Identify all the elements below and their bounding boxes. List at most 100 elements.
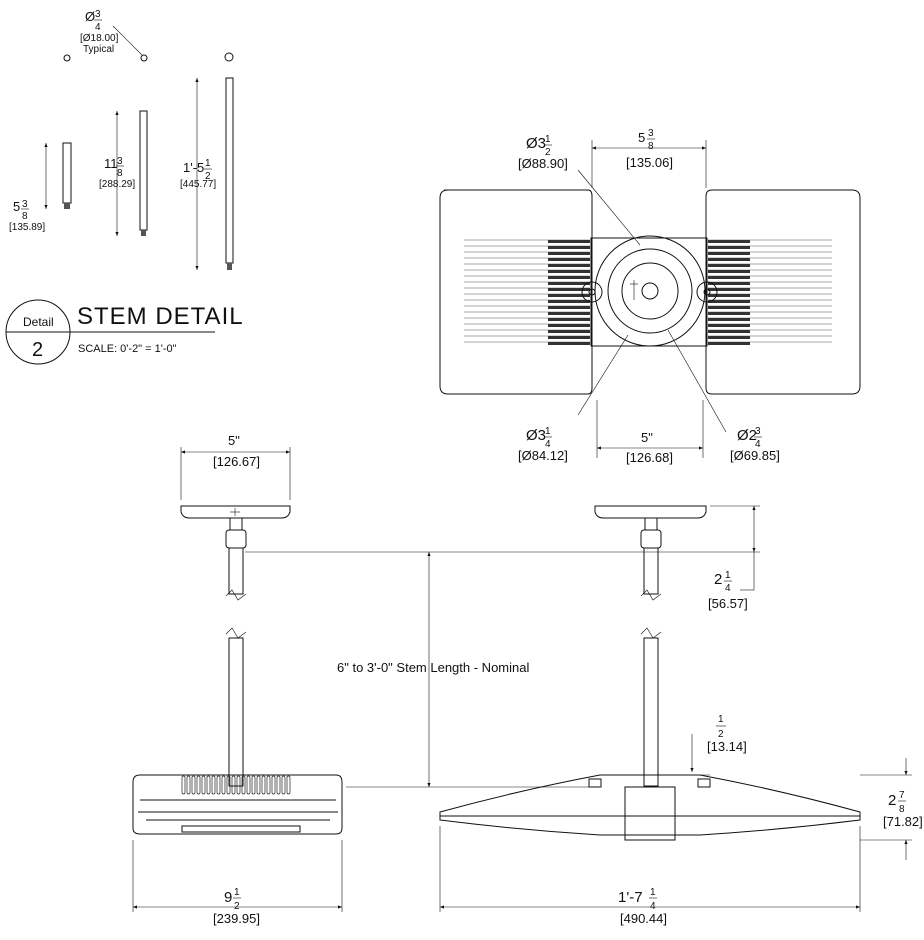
svg-text:Ø: Ø (85, 9, 95, 24)
plan-top-dimension: 5 3 8 [135.06] (591, 128, 707, 188)
svg-text:1: 1 (718, 714, 724, 725)
heatsink-fin (261, 775, 266, 795)
svg-text:5: 5 (638, 130, 645, 145)
svg-text:4: 4 (650, 901, 656, 912)
heatsink-fin (186, 775, 191, 795)
plan-dia-top-dimension: Ø3 1 2 [Ø88.90] (518, 134, 568, 171)
svg-text:2: 2 (205, 171, 211, 182)
svg-text:Ø2: Ø2 (737, 427, 757, 444)
plan-dia-bottom-dimension: Ø3 1 4 [Ø84.12] (518, 426, 568, 463)
svg-text:9: 9 (224, 889, 232, 906)
svg-text:2: 2 (234, 901, 240, 912)
side-views: 5" [126.67] 2 (132, 433, 923, 926)
svg-text:1'-7: 1'-7 (618, 889, 643, 906)
heatsink-fin (221, 775, 226, 795)
heatsink-fin-dark (548, 252, 590, 255)
heatsink-fin-dark (548, 258, 590, 261)
svg-text:[135.89]: [135.89] (9, 222, 45, 233)
heatsink-fin-dark (548, 312, 590, 315)
svg-text:4: 4 (755, 439, 761, 450)
heatsink-fin-dark (708, 336, 750, 339)
heatsink-fin (231, 775, 236, 795)
width-right-dimension: 1'-7 1 4 [490.44] (439, 826, 861, 926)
heatsink-fin-dark (708, 240, 750, 243)
heatsink-fin-dark (548, 336, 590, 339)
top-offset-dimension: 1 2 [13.14] (688, 714, 747, 776)
svg-text:5: 5 (13, 199, 20, 214)
heatsink-fin-dark (708, 318, 750, 321)
svg-text:Typical: Typical (83, 44, 114, 55)
svg-text:[Ø18.00]: [Ø18.00] (80, 33, 119, 44)
heatsink-fin-dark (548, 270, 590, 273)
heatsink-fin-dark (708, 258, 750, 261)
heatsink-fin-dark (548, 318, 590, 321)
heatsink-fin-dark (548, 240, 590, 243)
heatsink-fin (201, 775, 206, 795)
heatsink-fin-dark (708, 282, 750, 285)
stem-detail-title: STEM DETAIL (77, 303, 244, 330)
short-stem: 5 3 8 [135.89] (9, 142, 72, 233)
width-left-dimension: 9 1 2 [239.95] (132, 840, 343, 926)
heatsink-fin (196, 775, 201, 795)
heatsink-fin-dark (708, 306, 750, 309)
heatsink-fin (251, 775, 256, 795)
heatsink-fin-dark (708, 246, 750, 249)
heatsink-fin-dark (548, 288, 590, 291)
heatsink-fin (226, 775, 231, 795)
svg-text:5": 5" (228, 433, 240, 448)
svg-text:[Ø84.12]: [Ø84.12] (518, 448, 568, 463)
heatsink-fin (256, 775, 261, 795)
heatsink-fin (216, 775, 221, 795)
svg-text:[288.29]: [288.29] (99, 179, 135, 190)
svg-text:[13.14]: [13.14] (707, 739, 747, 754)
heatsink-fin-dark (548, 264, 590, 267)
svg-text:2: 2 (718, 729, 724, 740)
svg-text:Ø3: Ø3 (526, 135, 546, 152)
svg-text:[126.67]: [126.67] (213, 454, 260, 469)
long-stem: 1'-5 1 2 [445.77] (180, 77, 234, 270)
svg-text:3: 3 (755, 426, 761, 437)
svg-text:4: 4 (95, 22, 101, 33)
canopy-offset-dimension: 2 1 4 [56.57] (245, 505, 760, 611)
heatsink-fin (206, 775, 211, 795)
svg-text:[126.68]: [126.68] (626, 450, 673, 465)
svg-text:[56.57]: [56.57] (708, 596, 748, 611)
svg-text:8: 8 (22, 211, 28, 222)
heatsink-fin-dark (548, 342, 590, 345)
heatsink-fin-dark (548, 246, 590, 249)
medium-stem: 11 3 8 [288.29] (99, 110, 148, 236)
svg-text:1: 1 (545, 134, 551, 145)
heatsink-fin (276, 775, 281, 795)
svg-text:[239.95]: [239.95] (213, 911, 260, 926)
svg-text:[71.82]: [71.82] (883, 814, 923, 829)
plan-bottom-dimension: 5" [126.68] (596, 400, 704, 465)
svg-text:2: 2 (714, 571, 722, 588)
heatsink-fin-dark (708, 342, 750, 345)
svg-text:1: 1 (650, 887, 656, 898)
svg-text:1'-5: 1'-5 (183, 160, 204, 175)
svg-text:8: 8 (648, 141, 654, 152)
heatsink-fin (271, 775, 276, 795)
svg-text:2: 2 (545, 147, 551, 158)
heatsink-fin-dark (548, 282, 590, 285)
heatsink-fin (191, 775, 196, 795)
heatsink-fin (286, 775, 291, 795)
heatsink-fin (266, 775, 271, 795)
heatsink-fin-dark (548, 300, 590, 303)
svg-text:3: 3 (95, 9, 101, 20)
heatsink-fin-dark (708, 294, 750, 297)
heatsink-fin (281, 775, 286, 795)
left-canopy-dimension: 5" [126.67] (180, 433, 291, 500)
svg-text:[490.44]: [490.44] (620, 911, 667, 926)
stem-detail: Ø 3 4 [Ø18.00] Typical 5 3 8 [135.89] (5, 9, 244, 365)
svg-text:1: 1 (545, 426, 551, 437)
heatsink-fin (211, 775, 216, 795)
svg-text:11: 11 (104, 156, 118, 171)
svg-text:[445.77]: [445.77] (180, 179, 216, 190)
svg-text:3: 3 (22, 199, 28, 210)
heatsink-fin-dark (708, 270, 750, 273)
svg-text:Ø3: Ø3 (526, 427, 546, 444)
heatsink-fin (236, 775, 241, 795)
svg-text:3: 3 (648, 128, 654, 139)
